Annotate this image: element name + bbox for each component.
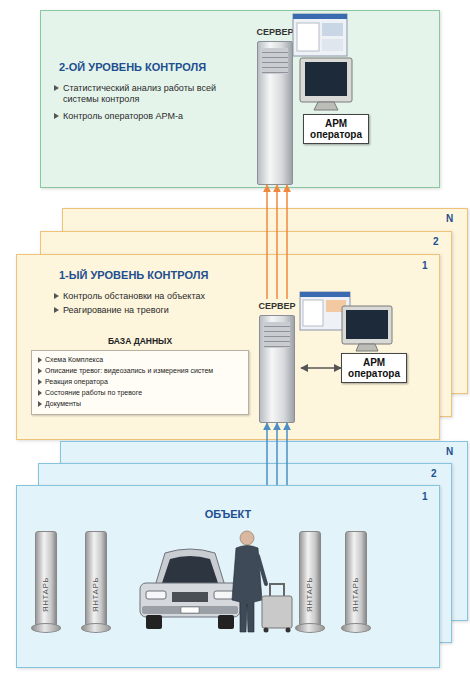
server-body [259, 315, 295, 423]
device-label: СЕРВЕР [249, 27, 301, 38]
sensor-base [31, 623, 61, 633]
db-item: Схема Комплекса [45, 355, 245, 364]
yantar-sensor: ЯНТАРЬ [345, 531, 367, 631]
db-item: Состояние работы по тревоге [45, 388, 245, 397]
page-number: 1 [422, 260, 436, 272]
screen-capture [300, 292, 350, 330]
car-headlight [214, 591, 234, 599]
window-titlebar [293, 14, 347, 19]
luggage-wheel [264, 628, 269, 633]
device-label: АРМ оператора [304, 118, 368, 140]
bullet-item: Контроль операторов АРМ-а [63, 111, 233, 122]
drive-bays [264, 322, 290, 348]
device-label: СЕРВЕР [253, 301, 301, 312]
screen-capture [293, 14, 347, 56]
car-cabin [155, 549, 225, 586]
bullet-item: Контроль обстановки на объектах [63, 291, 263, 302]
page-number: 2 [433, 236, 447, 248]
database-box: БАЗА ДАННЫХ Схема КомплексаОписание трево… [31, 335, 249, 415]
car-body [140, 583, 240, 617]
flow-arrow [266, 423, 268, 485]
flow-arrow [266, 185, 268, 299]
sensor-label: ЯНТАРЬ [41, 577, 51, 612]
flow-arrow [301, 367, 341, 369]
db-item: Реакция оператора [45, 377, 245, 386]
car-bumper [142, 606, 238, 614]
sensor-base [81, 623, 111, 633]
flow-arrow [286, 423, 288, 485]
object-heading: ОБЪЕКТ [17, 508, 439, 521]
person-body [232, 546, 262, 633]
monitor-screen [346, 310, 388, 339]
car-wheel [146, 615, 162, 629]
page-number: 1 [422, 491, 436, 503]
server-tower: СЕРВЕР [253, 299, 301, 423]
sensor-label: ЯНТАРЬ [351, 577, 361, 612]
workstation-label-box: АРМ оператора [341, 353, 407, 383]
object-page: 1ОБЪЕКТ ЯНТАРЬ ЯНТАРЬ ЯНТАРЬ ЯНТАРЬ [16, 485, 440, 668]
sensor-base [295, 623, 325, 633]
car-plate [181, 607, 199, 613]
monitor-frame [342, 306, 392, 344]
person-arm [258, 556, 266, 584]
control-level-band: 1 1-ЫЙ УРОВЕНЬ КОНТРОЛЯ Контроль обстановк… [16, 254, 440, 440]
luggage-case [262, 596, 292, 628]
server-body [257, 41, 293, 185]
page-number: N [446, 213, 460, 225]
monitor-stand [356, 344, 378, 351]
window-pane [326, 300, 346, 312]
workstation-label-box: АРМ оператора [303, 114, 369, 144]
level-heading: 1-ЫЙ УРОВЕНЬ КОНТРОЛЯ [59, 269, 299, 282]
sensor-base [341, 623, 371, 633]
flow-arrow [276, 423, 278, 485]
flow-arrow [286, 185, 288, 299]
control-level-band: 2-ОЙ УРОВЕНЬ КОНТРОЛЯСтатистический анал… [40, 10, 440, 188]
database-heading: БАЗА ДАННЫХ [31, 336, 249, 347]
window-pane [303, 300, 323, 326]
flow-arrow [276, 185, 278, 299]
page-number: 2 [431, 468, 445, 480]
server-tower: СЕРВЕР [249, 25, 301, 185]
drive-bays [262, 48, 288, 74]
luggage-handle [270, 584, 284, 597]
car-windshield [162, 556, 218, 583]
car-wheel [218, 615, 234, 629]
monitor-screen [305, 62, 347, 96]
device-label: АРМ оператора [342, 357, 406, 379]
window-pane [297, 23, 319, 51]
page-number: N [446, 446, 460, 458]
window-titlebar [300, 292, 350, 297]
monitor-frame [300, 58, 352, 102]
luggage-wheel [286, 628, 291, 633]
sensor-label: ЯНТАРЬ [305, 577, 315, 612]
sensor-label: ЯНТАРЬ [91, 577, 101, 612]
yantar-sensor: ЯНТАРЬ [299, 531, 321, 631]
db-item: Описание тревог: видеозапись и измерения… [45, 366, 245, 375]
window-pane [322, 23, 343, 36]
person-head [240, 531, 254, 545]
bullet-item: Реагирование на тревоги [63, 305, 263, 316]
yantar-sensor: ЯНТАРЬ [35, 531, 57, 631]
car-headlight [146, 591, 166, 599]
bullet-item: Статистический анализ работы всей систем… [63, 83, 233, 105]
window-pane [322, 39, 343, 51]
yantar-sensor: ЯНТАРЬ [85, 531, 107, 631]
monitor-stand [314, 102, 338, 110]
car-grille [172, 592, 208, 602]
db-item: Документы [45, 399, 245, 408]
